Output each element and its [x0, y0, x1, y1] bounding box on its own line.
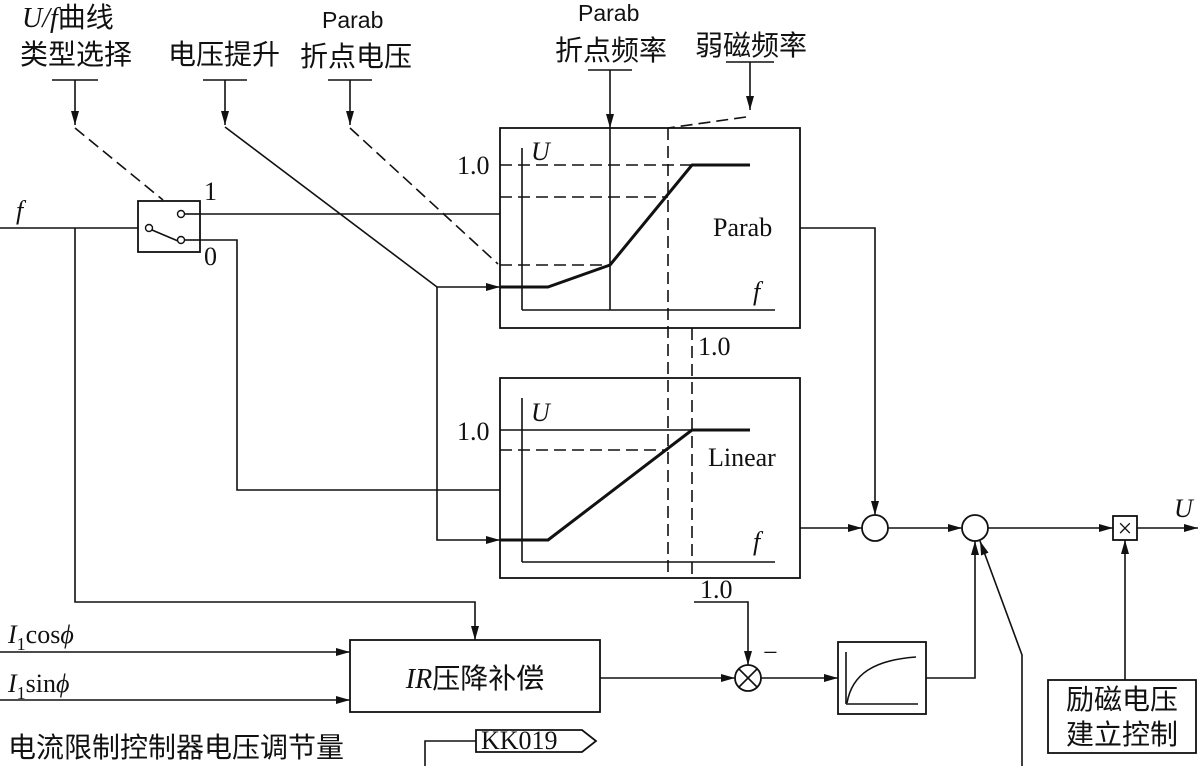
switch-contact-1 [176, 209, 186, 219]
linear-y-tick-label: 1.0 [457, 417, 490, 446]
linear-block-title: Linear [708, 443, 776, 472]
linear-f-axis-label: f [753, 527, 764, 556]
current-limit-to-sum2-arrow [979, 540, 1023, 766]
parab-x-tick-label: 1.0 [698, 332, 731, 361]
param-parab-break-frequency: Parab 折点频率 [555, 0, 667, 128]
field-weakening-frequency-label: 弱磁频率 [695, 29, 807, 62]
ir-correction-multiplier: 1.0 − [694, 575, 838, 692]
parab-output-arrow [800, 227, 879, 515]
summing-junction-2 [961, 514, 989, 542]
param-parab-break-voltage: Parab 折点电压 [300, 7, 499, 265]
param-field-weakening-frequency: 弱磁频率 [667, 29, 807, 129]
uf-curve-label-line1: U/f曲线 [22, 1, 114, 34]
i1-cos-phi-label: I1cosϕ [7, 620, 74, 654]
parab-break-frequency-label-line2: 折点频率 [555, 34, 667, 67]
constant-input-label: 1.0 [700, 575, 733, 604]
filter-to-sum2-arrow [926, 541, 979, 679]
parab-y-tick-label: 1.0 [457, 151, 490, 180]
summing-junction-1 [861, 514, 889, 542]
parab-curve-block: U f Parab 1.0 1.0 [457, 127, 801, 361]
current-limit-label: 电流限制控制器电压调节量 [8, 731, 344, 764]
parab-f-axis-label: f [753, 277, 764, 306]
i1-sin-phi-label: I1sinϕ [7, 669, 69, 703]
lag-filter-block [837, 541, 979, 715]
i1sin-angle: ϕ [56, 669, 69, 698]
linear-curve-block: U f Linear 1.0 [457, 377, 801, 579]
frequency-input: f [0, 196, 479, 640]
excitation-buildup-block: 励磁电压 建立控制 [1047, 540, 1197, 754]
parab-uf-curve [500, 163, 750, 289]
lag-filter-response-curve [846, 656, 917, 704]
frequency-to-ir-arrow [74, 228, 479, 640]
output-path: × U [800, 227, 1198, 543]
current-limit-input: 电流限制控制器电压调节量 KK019 [8, 540, 1023, 766]
output-voltage-label: U [1174, 494, 1195, 523]
kk019-connector [475, 729, 598, 753]
parab-break-voltage-label-line2: 折点电压 [300, 40, 412, 73]
switch-frame [137, 200, 201, 253]
ir-var: IR [405, 664, 432, 695]
ir-compensation-block [349, 639, 601, 713]
param-voltage-boost: 电压提升 [168, 38, 500, 544]
linear-block-frame [499, 377, 801, 579]
parab-break-voltage-label-line1: Parab [322, 7, 383, 33]
kk019-lead-line [424, 740, 476, 766]
excitation-label-line2: 建立控制 [1066, 718, 1178, 751]
uf-curve-text: 曲线 [58, 1, 114, 34]
i1cos-var: I [7, 620, 18, 649]
parab-block-title: Parab [713, 213, 772, 242]
ir-compensation-label: IR压降补偿 [405, 662, 544, 695]
voltage-boost-line [224, 126, 438, 288]
linear-uf-curve [500, 428, 750, 542]
uf-var-u: U [22, 3, 44, 34]
curve-type-switch: 1 0 [137, 177, 500, 491]
ir-compensation: I1cosϕ I1sinϕ IR压降补偿 [0, 620, 735, 713]
param-uf-curve-type: U/f曲线 类型选择 [20, 1, 164, 201]
parab-break-voltage-link [349, 127, 499, 265]
switch-pivot-contact [144, 223, 154, 233]
i1cos-func: cos [26, 620, 61, 649]
parab-break-frequency-label-line1: Parab [578, 0, 639, 26]
i1sin-subscript: 1 [17, 683, 26, 703]
minus-sign: − [763, 638, 778, 667]
uf-var-f: f [50, 3, 61, 34]
kk019-connector-label: KK019 [481, 726, 558, 755]
voltage-boost-label: 电压提升 [168, 38, 280, 71]
ir-text: 压降补偿 [432, 662, 544, 695]
switch-position-0-label: 0 [204, 242, 217, 271]
uf-slash: / [40, 3, 52, 34]
uf-curve-switch-link [74, 127, 164, 201]
i1sin-func: sin [26, 669, 56, 698]
excitation-label-line1: 励磁电压 [1066, 683, 1178, 716]
switch-lever [151, 229, 179, 242]
voltage-boost-to-linear-arrow [436, 287, 500, 544]
i1sin-var: I [7, 669, 18, 698]
linear-u-axis-label: U [531, 398, 552, 427]
frequency-input-label: f [16, 196, 27, 225]
excitation-block-frame [1047, 679, 1197, 754]
uf-curve-label-line2: 类型选择 [20, 38, 132, 71]
field-weakening-frequency-link [667, 116, 747, 129]
switch-contact-0 [176, 235, 186, 245]
parab-u-axis-label: U [531, 137, 552, 166]
multiplier-symbol: × [1118, 514, 1133, 543]
i1cos-subscript: 1 [17, 634, 26, 654]
constant-input-arrow [694, 601, 752, 665]
i1cos-angle: ϕ [60, 620, 73, 649]
cross-multiplier-stroke-b [738, 668, 758, 688]
switch-position-1-label: 1 [204, 177, 217, 206]
switch-0-to-linear-line [200, 239, 500, 491]
